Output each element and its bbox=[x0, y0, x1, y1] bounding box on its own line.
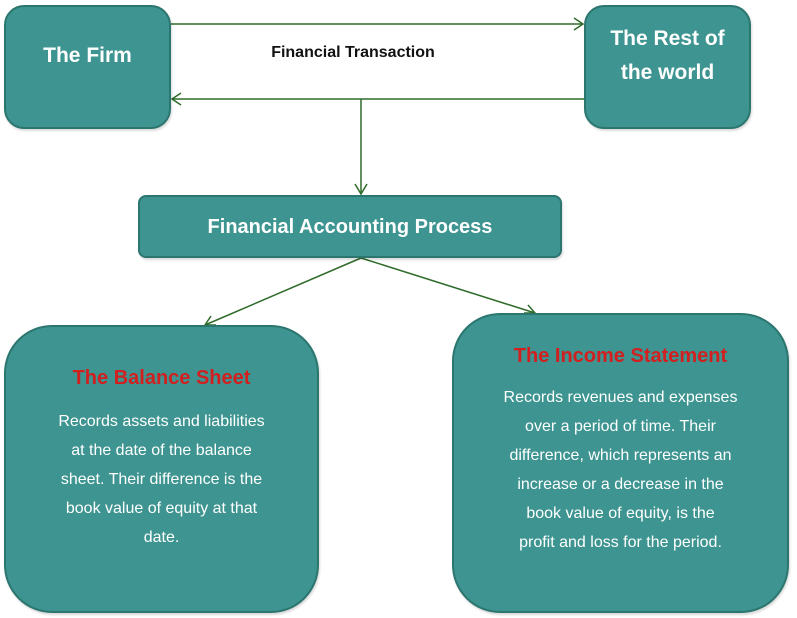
description-line: at the date of the balance bbox=[71, 442, 252, 459]
description-line: date. bbox=[143, 529, 180, 546]
arrowhead-world bbox=[573, 17, 585, 31]
description-line: profit and loss for the period. bbox=[519, 534, 722, 551]
rest-of-world-label-line: the world bbox=[620, 61, 715, 84]
income-statement-title: The Income Statement bbox=[513, 345, 728, 367]
balance-sheet-box: The Balance Sheet Records assets and lia… bbox=[4, 325, 319, 613]
arrowhead-firm bbox=[170, 92, 182, 106]
rest-of-world-box: The Rest of the world bbox=[584, 5, 751, 129]
rest-of-world-label-line: The Rest of bbox=[610, 27, 725, 50]
description-line: sheet. Their difference is the bbox=[60, 471, 263, 488]
firm-label: The Firm bbox=[43, 44, 132, 67]
arrowhead-process bbox=[354, 183, 368, 196]
description-line: increase or a decrease in the bbox=[517, 476, 724, 493]
financial-accounting-process-box: Financial Accounting Process bbox=[138, 195, 562, 258]
income-statement-description: Records revenues and expenses over a per… bbox=[454, 383, 787, 557]
income-statement-box: The Income Statement Records revenues an… bbox=[452, 313, 789, 613]
process-label: Financial Accounting Process bbox=[207, 216, 493, 238]
firm-box: The Firm bbox=[4, 5, 171, 129]
financial-transaction-label: Financial Transaction bbox=[271, 44, 435, 61]
arrow-to-balance-sheet bbox=[204, 257, 362, 326]
arrow-to-income-statement bbox=[360, 257, 536, 314]
description-line: Records assets and liabilities bbox=[58, 413, 265, 430]
description-line: over a period of time. Their bbox=[525, 418, 716, 435]
description-line: book value of equity, is the bbox=[526, 505, 715, 522]
description-line: Records revenues and expenses bbox=[503, 389, 738, 406]
balance-sheet-title: The Balance Sheet bbox=[72, 367, 251, 389]
description-line: difference, which represents an bbox=[509, 447, 732, 464]
balance-sheet-description: Records assets and liabilities at the da… bbox=[6, 407, 317, 552]
description-line: book value of equity at that bbox=[65, 500, 258, 517]
